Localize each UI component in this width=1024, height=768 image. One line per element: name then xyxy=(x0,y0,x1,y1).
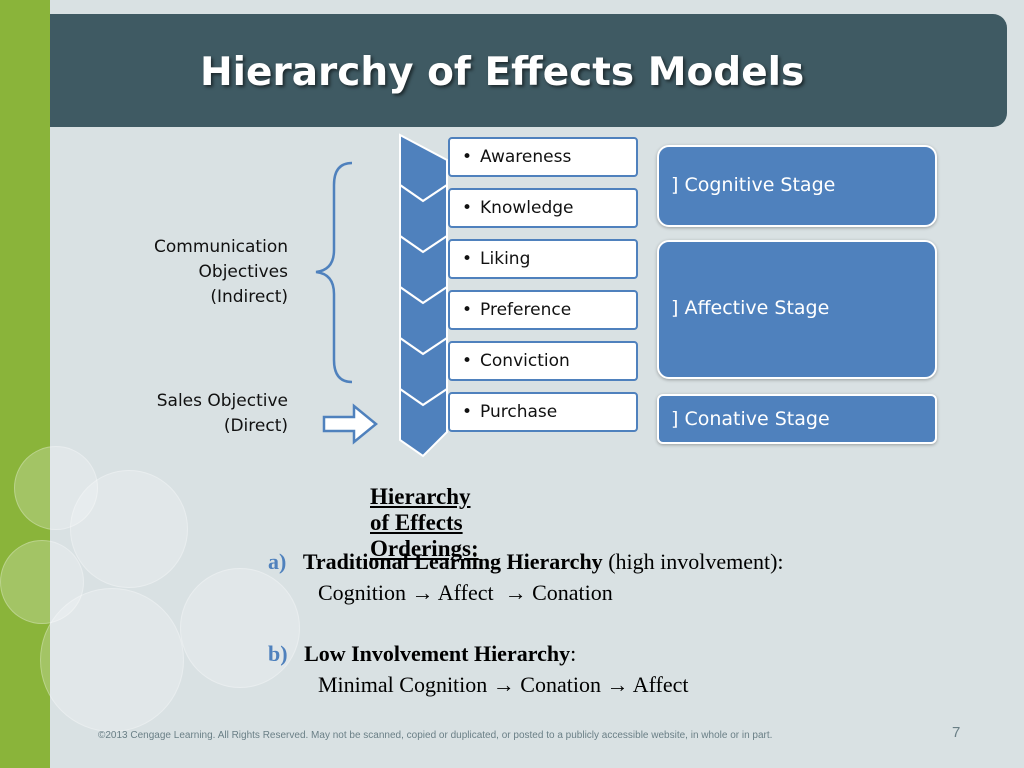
affective-stage-box: ] Affective Stage xyxy=(657,240,937,379)
slide-title: Hierarchy of Effects Models xyxy=(200,50,805,95)
decorative-circle xyxy=(70,470,188,588)
conative-stage-label: ] Conative Stage xyxy=(671,408,830,430)
conative-stage-box: ] Conative Stage xyxy=(657,394,937,444)
level-awareness: •Awareness xyxy=(448,137,638,177)
level-knowledge: •Knowledge xyxy=(448,188,638,228)
orderings-heading: Hierarchy of Effects Orderings: xyxy=(370,484,479,561)
ordering-a-sequence: Cognition → Affect → Conation xyxy=(318,580,613,605)
level-purchase: •Purchase xyxy=(448,392,638,432)
cognitive-stage-label: ] Cognitive Stage xyxy=(671,174,836,196)
brace xyxy=(315,161,353,384)
ordering-b-sequence: Minimal Cognition → Conation → Affect xyxy=(318,672,689,697)
copyright-footer: ©2013 Cengage Learning. All Rights Reser… xyxy=(98,730,773,741)
level-conviction: •Conviction xyxy=(448,341,638,381)
affective-stage-label: ] Affective Stage xyxy=(671,297,830,319)
ordering-b-name: Low Involvement Hierarchy xyxy=(304,641,571,666)
decorative-circle xyxy=(180,568,300,688)
page-number: 7 xyxy=(952,724,961,741)
level-liking: •Liking xyxy=(448,239,638,279)
ordering-b: b) Low Involvement Hierarchy: xyxy=(268,641,577,666)
decorative-circle xyxy=(40,588,184,732)
communication-objectives-label: Communication Objectives (Indirect) xyxy=(154,237,288,307)
sales-objective-label: Sales Objective (Direct) xyxy=(156,391,288,436)
direct-arrow xyxy=(322,403,378,445)
ordering-b-letter: b) xyxy=(268,641,288,666)
chevron-purchase xyxy=(399,387,448,458)
title-band xyxy=(50,14,1007,127)
ordering-a: a) Traditional Learning Hierarchy (high … xyxy=(268,549,784,574)
cognitive-stage-box: ] Cognitive Stage xyxy=(657,145,937,227)
ordering-a-name: Traditional Learning Hierarchy xyxy=(302,549,603,574)
ordering-a-letter: a) xyxy=(268,549,287,574)
level-preference: •Preference xyxy=(448,290,638,330)
